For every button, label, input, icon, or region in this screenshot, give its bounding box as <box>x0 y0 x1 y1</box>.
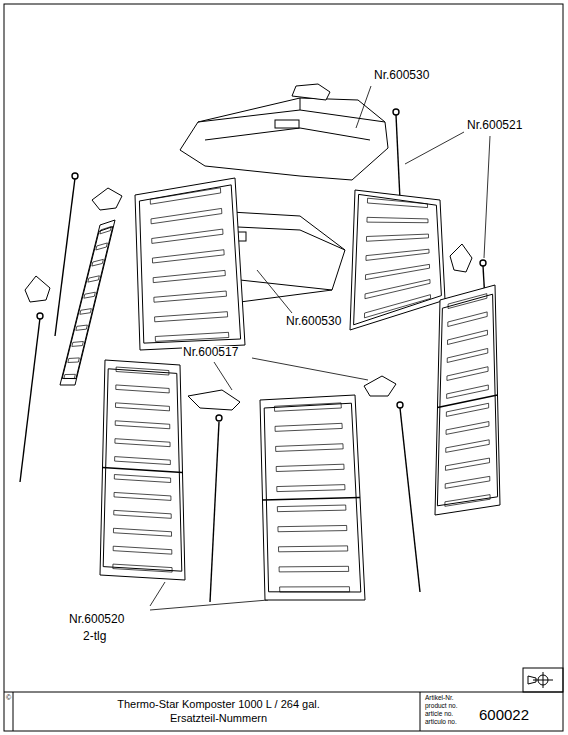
vent-slot <box>80 309 92 315</box>
vent-slot <box>84 292 96 298</box>
vent-slot <box>153 270 225 282</box>
vent-slot <box>115 439 170 447</box>
vent-slot <box>68 358 80 363</box>
side-panel <box>135 178 245 350</box>
drawing-frame <box>4 4 563 731</box>
side-panel <box>350 190 445 330</box>
vent-slot <box>445 476 490 488</box>
vent-slot <box>447 330 487 344</box>
vent-slot <box>278 546 347 552</box>
title-block-line <box>4 692 563 693</box>
part-number: Nr.600530 <box>373 69 430 82</box>
quantity-note: 2-tlg <box>82 630 107 643</box>
part-number: Nr.600521 <box>466 119 523 132</box>
vent-slot <box>276 444 344 452</box>
panel-rim <box>139 185 240 343</box>
vent-slot <box>364 295 430 318</box>
vent-slot <box>448 294 487 309</box>
panel-rim <box>103 369 182 571</box>
vent-slot <box>154 291 227 302</box>
vent-slot <box>96 243 108 250</box>
vent-slot <box>447 348 488 362</box>
vent-slot <box>446 403 488 416</box>
vent-slot <box>114 475 170 483</box>
projection-box <box>523 668 563 692</box>
side-panel <box>435 285 500 515</box>
vent-slot <box>445 458 489 470</box>
vent-slot <box>446 422 489 435</box>
vent-slot <box>116 367 169 375</box>
copyright-mark: © <box>5 694 12 702</box>
vent-slot <box>277 505 346 512</box>
field-label: articulo no. <box>424 718 458 725</box>
vent-slot <box>155 332 229 341</box>
vent-slot <box>72 341 84 346</box>
article-number: 600022 <box>478 707 530 724</box>
part-number: Nr.600520 <box>68 613 125 626</box>
title-block-line <box>13 692 14 731</box>
side-panel <box>100 360 185 580</box>
vent-slot <box>113 546 172 554</box>
vent-slot <box>115 457 171 465</box>
vent-slot <box>115 421 170 429</box>
vent-slot <box>114 510 172 518</box>
vent-slot <box>276 464 344 471</box>
vent-slot <box>446 440 490 453</box>
lid <box>180 84 388 180</box>
field-label: article no. <box>424 710 454 717</box>
vent-slot <box>113 528 171 536</box>
vent-slot <box>367 198 427 207</box>
vent-slot <box>275 423 342 431</box>
vent-slot <box>278 525 347 531</box>
title-block-line <box>420 692 421 731</box>
rod <box>20 109 492 602</box>
vent-slot <box>88 276 100 282</box>
vent-slot <box>64 374 76 378</box>
vent-slot <box>152 229 223 243</box>
vent-slot <box>445 495 490 507</box>
field-label: product no. <box>424 702 459 709</box>
vent-slot <box>277 485 345 492</box>
side-panel <box>260 395 365 600</box>
vent-slot <box>365 280 430 299</box>
subtitle-text: Ersatzteil-Nummern <box>20 712 417 724</box>
part-number: Nr.600530 <box>285 315 342 328</box>
vent-slot <box>92 259 104 266</box>
panel-rim <box>354 194 442 324</box>
part-number: Nr.600517 <box>182 346 239 359</box>
vent-slot <box>367 217 428 222</box>
vent-slot <box>280 587 350 592</box>
vent-slot <box>114 492 171 500</box>
vent-slot <box>448 312 487 327</box>
vent-slot <box>447 385 489 398</box>
vent-slot <box>447 367 488 381</box>
clip <box>25 188 472 410</box>
vent-slot <box>113 564 172 572</box>
side-panel <box>60 220 115 385</box>
vent-slot <box>366 249 429 260</box>
vent-slot <box>274 403 341 411</box>
panels <box>60 178 500 600</box>
vent-slot <box>76 325 88 330</box>
vent-slot <box>365 264 429 279</box>
projection-symbol <box>528 672 553 688</box>
vent-slot <box>151 208 222 223</box>
vent-slot <box>150 188 220 204</box>
panel-joint <box>103 468 183 473</box>
vent-slot <box>152 250 224 263</box>
vent-slot <box>116 385 169 393</box>
panel-rim <box>62 227 113 379</box>
vent-slot <box>115 403 169 411</box>
vent-slot <box>155 312 228 322</box>
panel-rim <box>437 294 497 506</box>
field-label: Artikel-Nr. <box>424 694 455 701</box>
vent-slot <box>279 566 349 572</box>
vent-slot <box>100 226 112 233</box>
panel-joint <box>263 498 361 501</box>
vent-slot <box>366 234 428 241</box>
title-text: Thermo-Star Komposter 1000 L / 264 gal. <box>20 698 417 710</box>
